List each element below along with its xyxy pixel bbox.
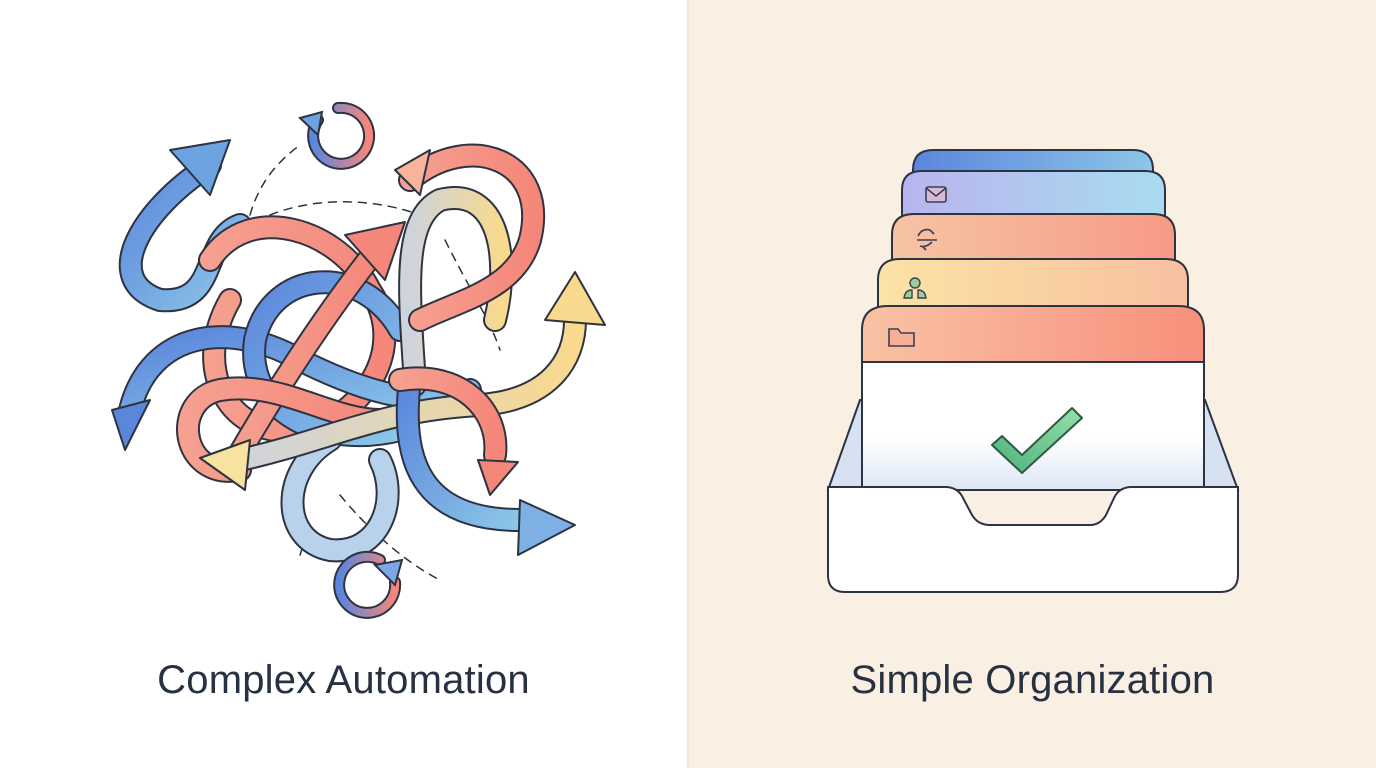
tangled-arrows-illustration (111, 101, 606, 619)
sync-icon (917, 228, 937, 251)
cycle-arrow-icon (333, 550, 404, 619)
tray (827, 486, 1239, 593)
check-icon (991, 407, 1083, 474)
file-tray-illustration (826, 149, 1240, 593)
right-caption: Simple Organization (850, 658, 1215, 702)
arrowhead (169, 139, 231, 196)
left-panel: Complex Automation (0, 0, 687, 768)
panel-divider (687, 0, 689, 768)
user-icon (903, 277, 927, 299)
left-caption: Complex Automation (157, 658, 530, 702)
cycle-arrow-icon (298, 101, 376, 170)
right-panel: Simple Organization (689, 0, 1376, 768)
folder-icon (888, 328, 915, 347)
mail-icon (925, 186, 947, 203)
folder-tab-5 (861, 305, 1205, 363)
